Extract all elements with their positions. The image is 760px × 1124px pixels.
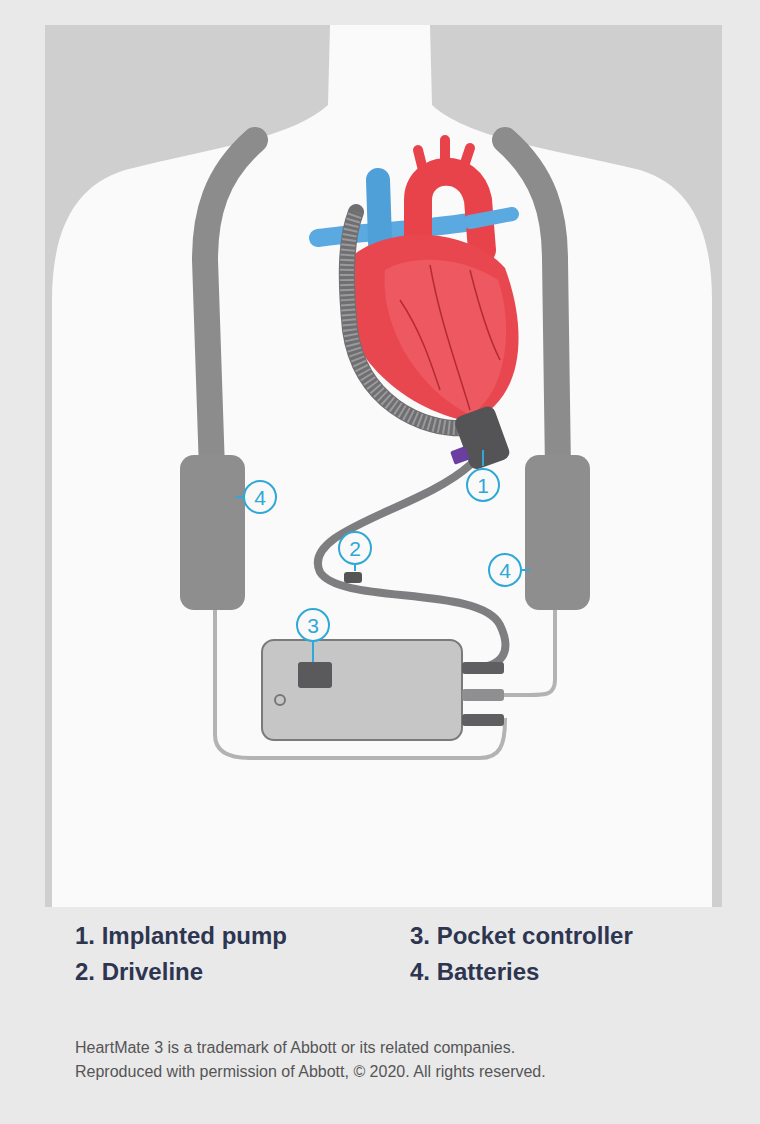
leader-line [522, 569, 530, 571]
legend-item: 4. Batteries [410, 958, 539, 986]
connector [462, 714, 504, 726]
callout-number: 4 [499, 560, 511, 581]
callout-circle: 1 [466, 468, 500, 502]
coronary-vessels [400, 265, 500, 410]
heart-shade [385, 260, 507, 415]
harness-strap [205, 140, 255, 470]
legend-item: 2. Driveline [75, 958, 203, 986]
panel [45, 25, 722, 907]
pulmonary-vein [470, 214, 512, 222]
battery [180, 455, 245, 610]
pump-band [450, 446, 470, 465]
callout-circle: 3 [296, 608, 330, 642]
aortic-branches [418, 140, 470, 178]
pocket-controller [262, 640, 462, 740]
graft-ribbing [347, 212, 470, 428]
controller-button [275, 695, 285, 705]
callout-number: 1 [477, 475, 489, 496]
leader-line [236, 496, 243, 498]
pump [440, 404, 512, 476]
driveline-marker [344, 572, 362, 583]
callout-number: 4 [254, 487, 266, 508]
callout-circle: 4 [488, 553, 522, 587]
battery [525, 455, 590, 610]
heart [341, 235, 518, 422]
battery-cable [215, 610, 505, 758]
callout-number: 3 [307, 615, 319, 636]
callout-circle: 2 [338, 531, 372, 565]
leader-line [354, 565, 356, 571]
leader-line [482, 450, 484, 466]
controller-screen [298, 662, 332, 688]
legend-item: 3. Pocket controller [410, 922, 633, 950]
outflow-graft [347, 212, 470, 428]
caption: HeartMate 3 is a trademark of Abbott or … [75, 1036, 595, 1084]
legend-item: 1. Implanted pump [75, 922, 287, 950]
battery-cable [462, 610, 555, 695]
callout-circle: 4 [243, 480, 277, 514]
callout-number: 2 [349, 538, 361, 559]
connector [462, 689, 504, 701]
connector [462, 662, 504, 674]
body-silhouette [52, 25, 712, 907]
leader-line [312, 642, 314, 662]
pulmonary-artery [318, 222, 470, 238]
driveline [318, 465, 506, 668]
